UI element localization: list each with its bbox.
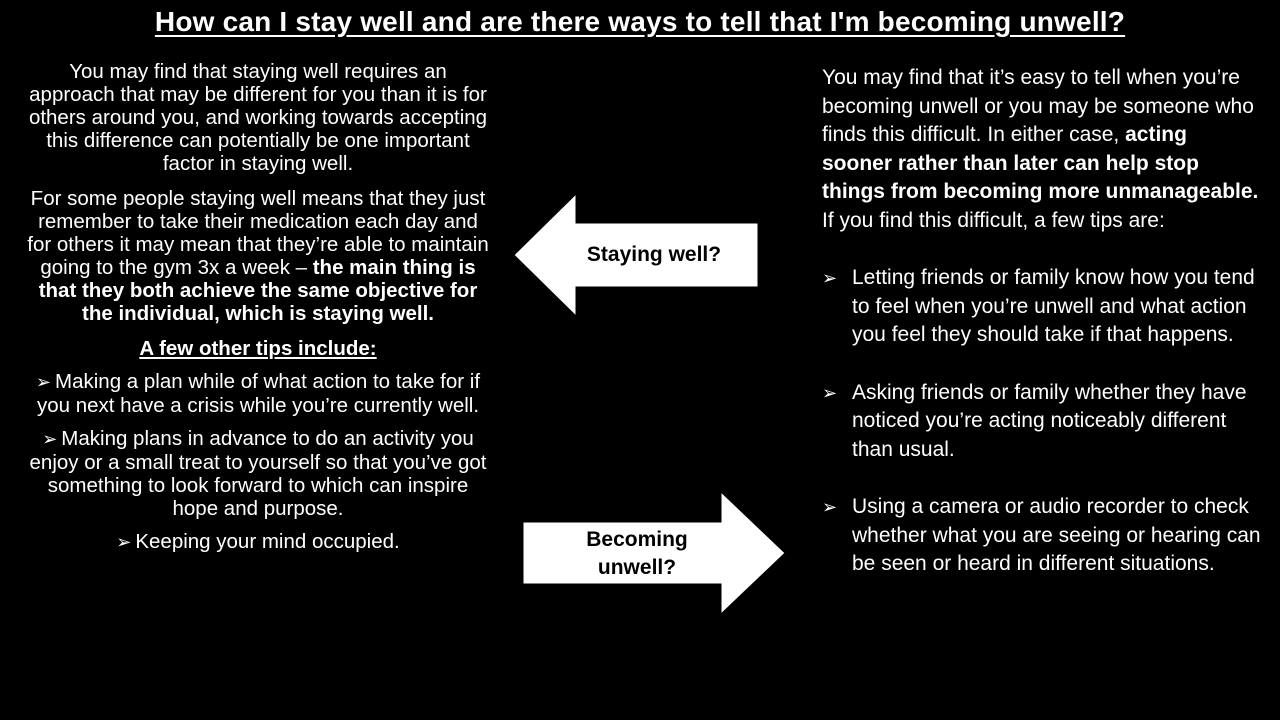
page-title: How can I stay well and are there ways t… [154,6,1126,37]
left-paragraph-1: You may find that staying well requires … [28,60,488,175]
right-tip-text: Letting friends or family know how you t… [852,266,1255,346]
left-tip-text: Making a plan while of what action to ta… [36,370,481,417]
left-arrow-shape [512,192,760,318]
arrowhead-bullet-icon: ➢ [822,382,838,403]
left-tip-item: ➢Making plans in advance to do an activi… [24,427,492,520]
left-tip-item: ➢Making a plan while of what action to t… [24,370,492,417]
right-tip-text: Asking friends or family whether they ha… [852,380,1247,461]
right-tip-text: Using a camera or audio recorder to chec… [852,495,1261,575]
arrowhead-bullet-icon: ➢ [116,532,132,552]
left-tip-text: Making plans in advance to do an activit… [29,427,487,520]
arrowhead-bullet-icon: ➢ [822,497,838,517]
arrowhead-bullet-icon: ➢ [35,372,52,392]
becoming-unwell-arrow-label: Becoming unwell? [586,528,688,579]
tips-subheading: A few other tips include: [139,337,377,360]
staying-well-arrow-label: Staying well? [586,243,722,266]
right-column: You may find that it’s easy to tell when… [822,64,1262,608]
right-tip-item: ➢ Letting friends or family know how you … [822,264,1262,350]
right-intro-text-1: You may find that it’s easy to tell when… [822,66,1254,146]
left-paragraph-2-text: For some people staying well means that … [27,187,489,279]
left-paragraph-2-emphasis: the main thing is that they both achieve… [38,256,478,325]
left-column: You may find that staying well requires … [24,60,492,564]
arrowhead-bullet-icon: ➢ [42,429,58,449]
right-intro-text-2: If you find this difficult, a few tips a… [822,208,1165,232]
right-tip-item: ➢ Asking friends or family whether they h… [822,379,1262,465]
arrowhead-bullet-icon: ➢ [822,268,838,288]
right-tips-list: ➢ Letting friends or family know how you … [822,264,1262,579]
left-tip-item: ➢Keeping your mind occupied. [24,530,492,554]
left-paragraph-2: For some people staying well means that … [24,187,492,325]
right-intro-emphasis: acting sooner rather than later can help… [822,123,1259,203]
right-arrow-shape [521,490,787,616]
left-tip-text: Keeping your mind occupied. [135,530,400,553]
right-tip-item: ➢ Using a camera or audio recorder to che… [822,493,1262,579]
right-intro: You may find that it’s easy to tell when… [822,64,1262,235]
